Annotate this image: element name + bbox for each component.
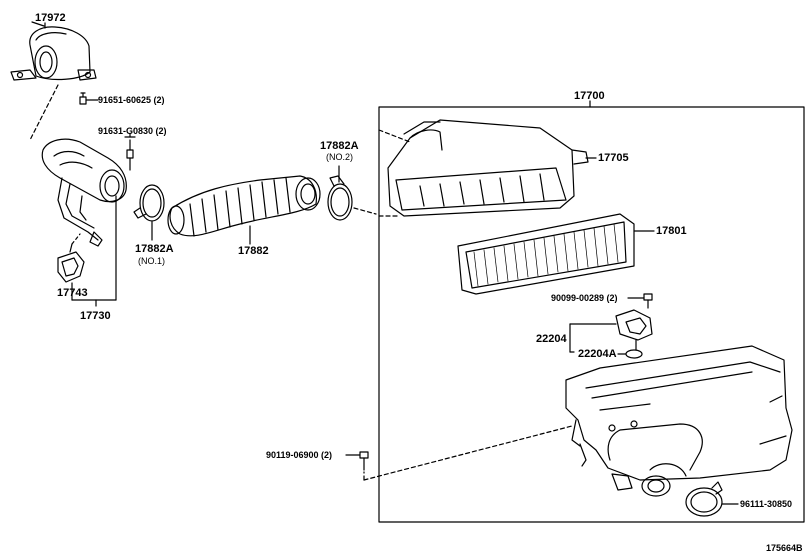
label-90119: 90119-06900 (2) bbox=[266, 450, 333, 460]
part-17801-filter bbox=[457, 213, 635, 295]
label-17972: 17972 bbox=[35, 12, 66, 24]
part-intake-duct bbox=[41, 138, 127, 247]
clamp-96111 bbox=[685, 481, 723, 517]
label-17882: 17882 bbox=[238, 245, 269, 257]
part-17972-resonator bbox=[10, 21, 97, 81]
label-17882A-no1: 17882A bbox=[135, 243, 174, 255]
label-22204: 22204 bbox=[536, 333, 567, 345]
label-91651: 91651-60625 (2) bbox=[98, 95, 165, 105]
part-lower-case bbox=[565, 345, 793, 497]
bracket-22204 bbox=[569, 323, 617, 353]
bolt-91631 bbox=[124, 136, 136, 171]
part-17743-sensor bbox=[57, 233, 85, 283]
label-17705: 17705 bbox=[598, 152, 629, 164]
dashed-link-17972 bbox=[29, 84, 59, 141]
dashed-link-cover bbox=[378, 129, 411, 143]
label-17700: 17700 bbox=[574, 90, 605, 102]
dashed-link-hose-box bbox=[353, 207, 377, 215]
label-96111: 96111-30850 bbox=[740, 499, 793, 509]
label-91631: 91631-G0830 (2) bbox=[98, 126, 167, 136]
bracket-17730 bbox=[71, 195, 117, 307]
label-ref-175664B: 175664B bbox=[766, 543, 803, 553]
part-22204-sensor bbox=[615, 309, 653, 351]
label-17882A-no2: 17882A bbox=[320, 140, 359, 152]
bolt-91651 bbox=[79, 92, 99, 105]
assembly-frame-17700 bbox=[378, 100, 805, 523]
bolt-90119 bbox=[345, 451, 369, 471]
part-17882-hose bbox=[167, 175, 321, 237]
clamp-17882A-no1 bbox=[133, 184, 165, 222]
label-17882A-no2-sub: (NO.2) bbox=[326, 152, 353, 162]
dashed-link-90119 bbox=[363, 425, 573, 481]
oring-22204A bbox=[625, 349, 643, 359]
bolt-90099 bbox=[627, 293, 653, 309]
label-17730: 17730 bbox=[80, 310, 111, 322]
label-17882A-no1-sub: (NO.1) bbox=[138, 256, 165, 266]
label-22204A: 22204A bbox=[578, 348, 617, 360]
label-17801: 17801 bbox=[656, 225, 687, 237]
clamp-17882A-no2 bbox=[327, 175, 353, 221]
part-17705-upper-cover bbox=[387, 119, 589, 217]
label-90099: 90099-00289 (2) bbox=[551, 293, 618, 303]
label-17743: 17743 bbox=[57, 287, 88, 299]
